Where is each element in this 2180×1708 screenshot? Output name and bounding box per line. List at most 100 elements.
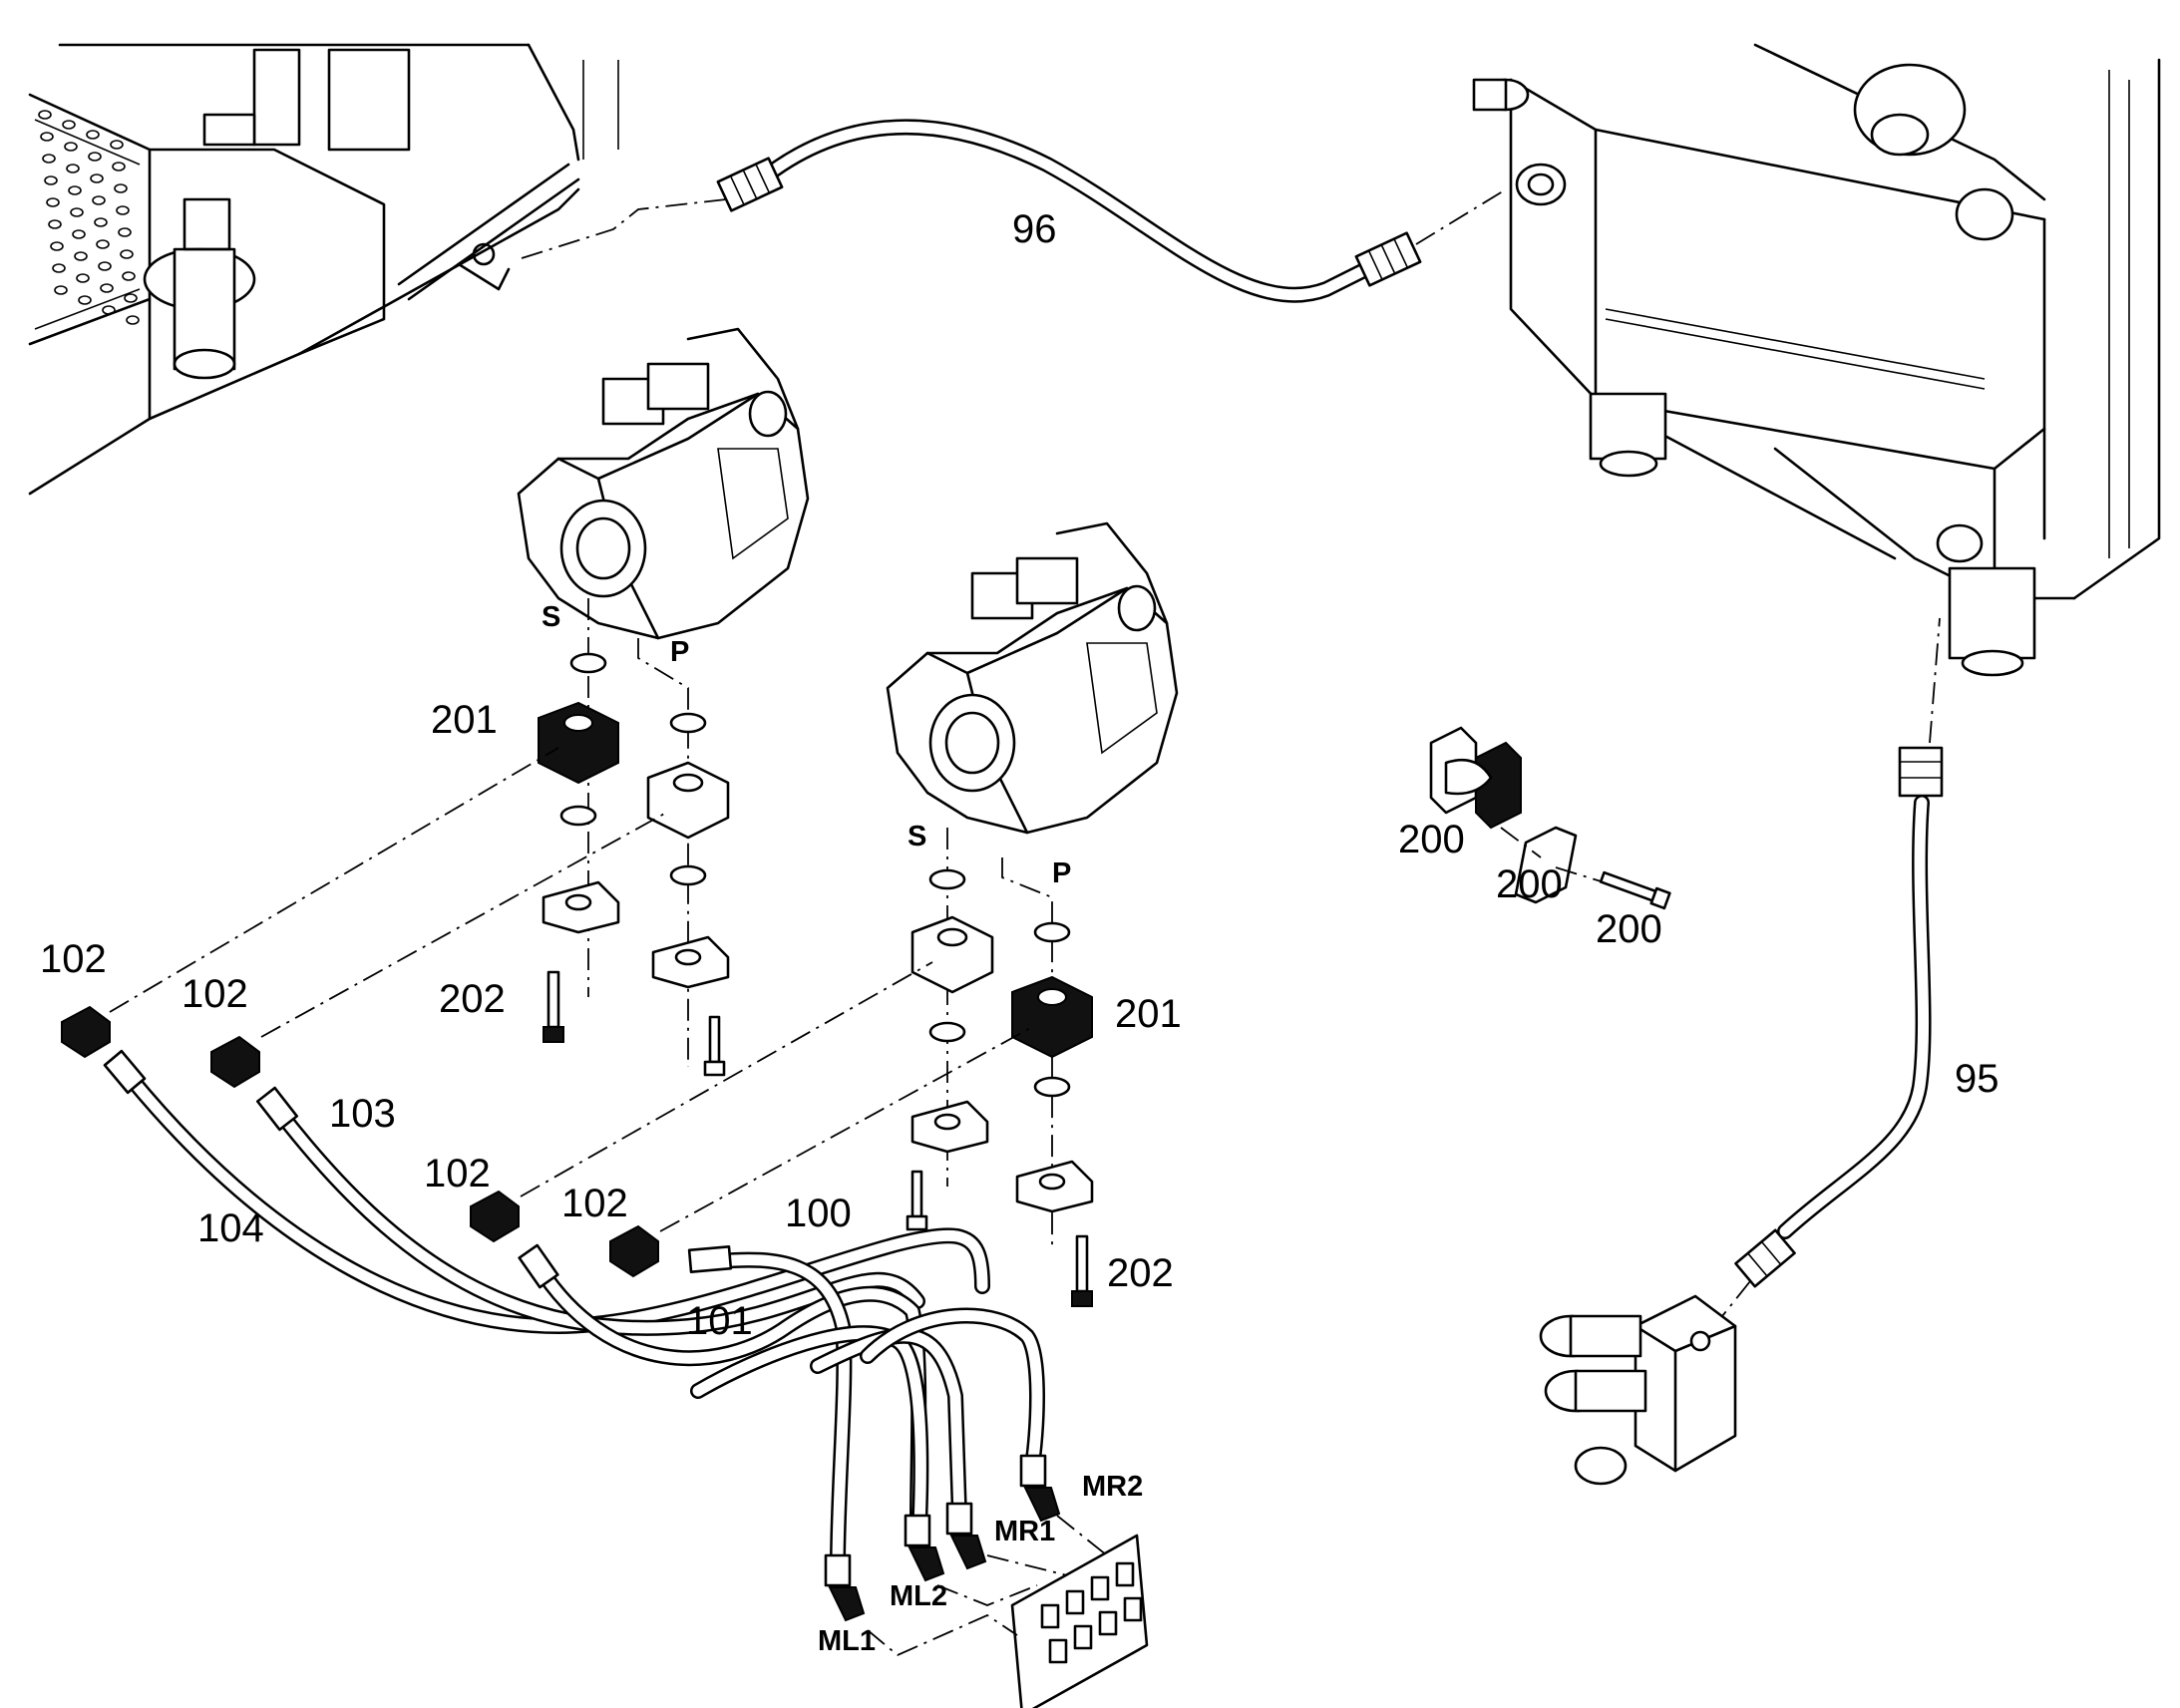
callout-201-pump-2: 201: [1115, 992, 1182, 1036]
flange-pump-1-pressure: [646, 761, 730, 840]
grille-hole: [102, 305, 116, 315]
hydraulic-pump-1: [517, 327, 810, 640]
grille-hole: [100, 283, 114, 293]
callout-101: 101: [686, 1299, 753, 1343]
pump-1-port-stack: [538, 598, 730, 1077]
port-label-p-pump-2: P: [1052, 857, 1071, 889]
grille-hole: [90, 173, 104, 183]
callout-102-b: 102: [182, 972, 248, 1016]
elbow-ml2: [904, 1514, 945, 1582]
port-label-s-pump-2: S: [908, 821, 926, 853]
valve-block: [1539, 1294, 1737, 1486]
manifold-port: [1098, 1610, 1118, 1636]
grille-hole: [52, 263, 66, 273]
callout-100: 100: [785, 1192, 852, 1235]
port-manifold-plate: [867, 1515, 1149, 1708]
callout-200-bolt: 200: [1596, 907, 1662, 951]
grille-hole: [92, 195, 106, 205]
port-label-ml1: ML1: [818, 1625, 876, 1657]
manifold-port: [1048, 1638, 1068, 1664]
grille-hole: [76, 273, 90, 283]
callout-201-pump-1: 201: [431, 698, 498, 742]
hose-ml2-branch: [690, 1325, 929, 1534]
grille-hole: [66, 164, 80, 173]
flange-pump-2-suction: [910, 915, 994, 994]
grille-hole: [98, 261, 112, 271]
flange-201-pump-1: [538, 701, 619, 785]
bolt-202-pump-1: [543, 970, 564, 1043]
hose-103: [255, 1086, 925, 1336]
grille-hole: [126, 315, 140, 325]
grille-hole: [122, 271, 136, 281]
grille-hole: [50, 241, 64, 251]
port-label-mr1: MR1: [994, 1516, 1055, 1547]
callout-202-pump-2: 202: [1107, 1251, 1174, 1295]
grille-hole: [86, 130, 100, 140]
half-clamp-pump-2: [910, 1100, 989, 1154]
callout-103: 103: [329, 1092, 396, 1136]
grille-hole: [88, 152, 102, 162]
grille-hole: [70, 207, 84, 217]
clamp-bracket-200: [1429, 726, 1671, 910]
hydraulic-pump-2: [886, 521, 1179, 835]
elbow-mr1: [945, 1502, 987, 1570]
grille-hole: [46, 197, 60, 207]
grille-hole: [120, 249, 134, 259]
grille-hole: [118, 227, 132, 237]
engine-frame-top-left: [28, 43, 619, 496]
grille-hole: [68, 185, 82, 195]
callout-102-a: 102: [40, 937, 107, 981]
grille-hole: [44, 175, 58, 185]
grille-hole: [78, 295, 92, 305]
port-label-p-pump-1: P: [670, 636, 689, 668]
pump-2-port-stack: [906, 828, 1094, 1307]
half-clamp-pump-1: [542, 880, 620, 934]
grille-hole: [54, 285, 68, 295]
grille-hole: [74, 251, 88, 261]
grille-hole: [110, 140, 124, 150]
manifold-port: [1073, 1624, 1093, 1650]
bolt-202-pump-2: [1071, 1234, 1093, 1307]
cooler-unit-top-right: [1472, 43, 2161, 677]
grille-hole: [40, 132, 54, 142]
manifold-port: [1065, 1589, 1085, 1615]
manifold-port: [1123, 1596, 1143, 1622]
grille-hole: [116, 205, 130, 215]
grille-hole: [114, 183, 128, 193]
manifold-port: [1090, 1575, 1110, 1601]
callout-200-clamp: 200: [1398, 818, 1465, 861]
elbow-mr2: [1019, 1454, 1061, 1523]
port-label-mr2: MR2: [1082, 1471, 1143, 1503]
fitting-102-c: [470, 961, 933, 1243]
grille-hole: [38, 110, 52, 120]
flange-201-pump-2: [1011, 975, 1093, 1059]
callout-95: 95: [1955, 1057, 1999, 1101]
fitting-102-b: [210, 812, 667, 1089]
hose-96: [518, 119, 1507, 303]
port-label-s-pump-1: S: [542, 601, 560, 633]
half-clamp-pump-2b: [1015, 1160, 1094, 1213]
elbow-ml1: [824, 1553, 866, 1622]
callout-102-d: 102: [561, 1182, 628, 1225]
half-clamp-pump-1b: [651, 935, 730, 989]
hose-95: [1709, 617, 1944, 1332]
callout-102-c: 102: [424, 1152, 491, 1196]
manifold-port: [1040, 1603, 1060, 1629]
grille-hole: [64, 142, 78, 152]
fitting-102-a: [61, 747, 559, 1059]
hose-100: [687, 1244, 853, 1573]
callout-104: 104: [197, 1206, 264, 1250]
port-label-ml2: ML2: [890, 1580, 947, 1612]
callout-202-pump-1: 202: [439, 977, 506, 1021]
hose-mr-branches: [810, 1307, 1045, 1524]
perforated-cover-grille: [38, 110, 140, 325]
callout-200-plate: 200: [1496, 862, 1563, 906]
grille-hole: [72, 229, 86, 239]
grille-hole: [42, 154, 56, 164]
grille-hole: [124, 293, 138, 303]
manifold-port: [1115, 1561, 1135, 1587]
grille-hole: [94, 217, 108, 227]
grille-hole: [48, 219, 62, 229]
grille-hole: [112, 162, 126, 171]
